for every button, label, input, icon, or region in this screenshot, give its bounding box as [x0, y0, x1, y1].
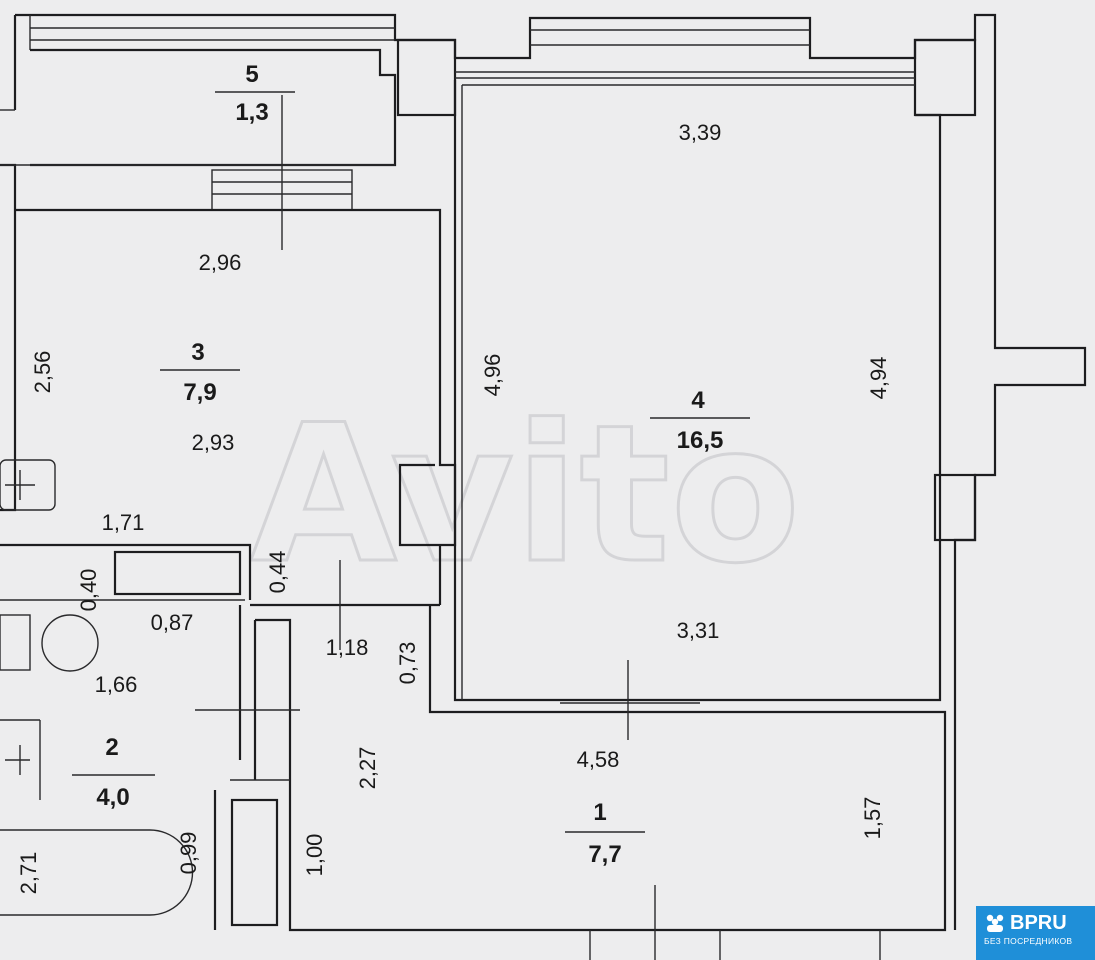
dim-hall-height: 2,27	[355, 747, 380, 790]
bpru-badge: BPRU БЕЗ ПОСРЕДНИКОВ	[976, 906, 1095, 960]
dim-room4-bottom: 3,31	[677, 618, 720, 643]
dim-room1-width: 4,58	[577, 747, 620, 772]
dim-room3-mid: 2,93	[192, 430, 235, 455]
dim-hall-118: 1,18	[326, 635, 369, 660]
room-5-number: 5	[245, 61, 258, 88]
watermark: Avito	[250, 384, 801, 605]
room-2-number: 2	[105, 734, 118, 761]
dim-room3-top: 2,96	[199, 250, 242, 275]
dim-bath-width: 1,66	[95, 672, 138, 697]
dim-hall-044: 0,44	[265, 551, 290, 594]
room-3-area: 7,9	[183, 379, 216, 406]
room-1-area: 7,7	[588, 841, 621, 868]
dim-bath-099: 0,99	[176, 832, 201, 875]
room-4-number: 4	[691, 387, 705, 414]
dim-hall-top: 1,71	[102, 510, 145, 535]
room-3-number: 3	[191, 339, 204, 366]
dim-bath-height: 2,71	[16, 852, 41, 895]
dim-hall-073: 0,73	[395, 642, 420, 685]
dim-hall-100: 1,00	[302, 834, 327, 877]
dim-room4-left: 4,96	[480, 354, 505, 397]
dim-hall-040: 0,40	[76, 569, 101, 612]
dim-room3-left: 2,56	[30, 351, 55, 394]
dim-room1-height: 1,57	[860, 797, 885, 840]
room-5-area: 1,3	[235, 99, 268, 126]
dim-room4-right: 4,94	[866, 357, 891, 400]
people-icon	[986, 914, 1004, 932]
room-4-area: 16,5	[677, 427, 724, 454]
badge-name: BPRU	[1010, 912, 1067, 934]
dim-room4-top: 3,39	[679, 120, 722, 145]
dim-hall-087: 0,87	[151, 610, 194, 635]
badge-subtitle: БЕЗ ПОСРЕДНИКОВ	[984, 936, 1073, 946]
room-2-area: 4,0	[96, 784, 129, 811]
room-1-number: 1	[593, 799, 606, 826]
inner-outline	[0, 163, 17, 512]
